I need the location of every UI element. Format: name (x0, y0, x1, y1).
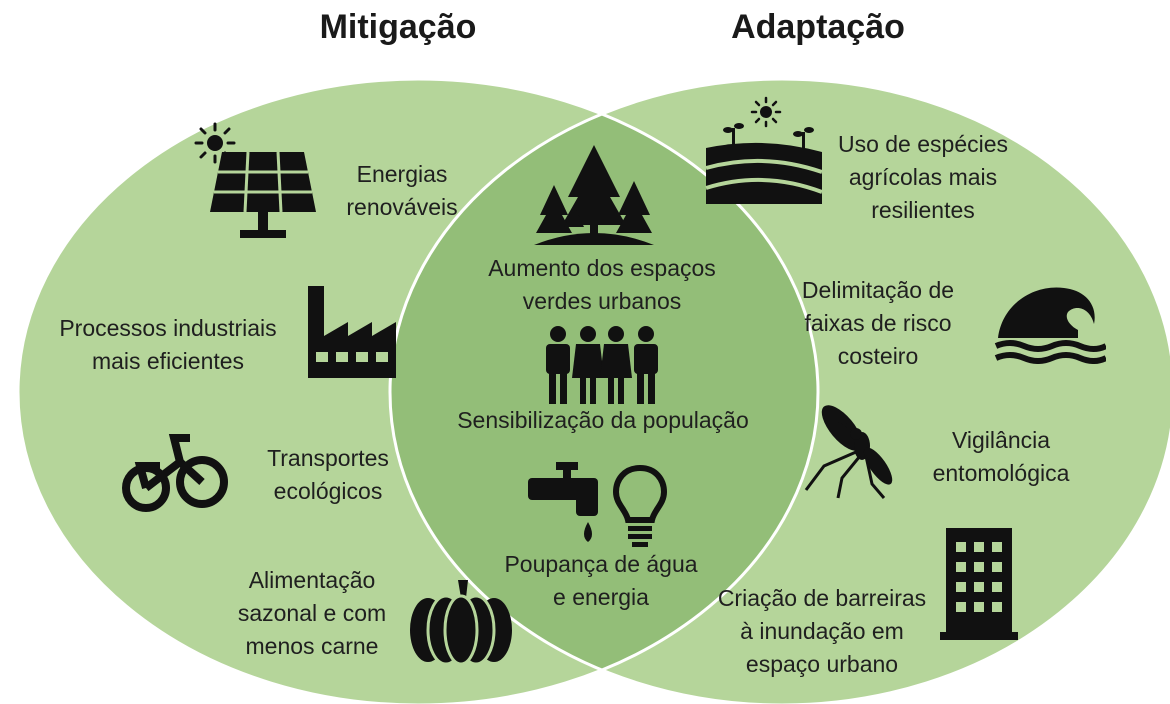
flood-label: Criação de barreiras à inundação em espa… (717, 585, 927, 677)
renewables-label: Energias renováveis (346, 161, 458, 220)
saving-label: Poupança de água e energia (504, 551, 698, 610)
building-icon (940, 528, 1018, 640)
farm-field-icon (705, 96, 823, 204)
water-tap-icon (528, 462, 598, 542)
wave-icon (994, 287, 1106, 364)
industry-label: Processos industriais mais eficientes (59, 315, 277, 374)
mosquito-icon (804, 405, 893, 499)
pumpkin-icon (410, 580, 512, 664)
trees-icon (534, 145, 654, 245)
mitigation-title: Mitigação (319, 8, 477, 46)
food-label: Alimentação sazonal e com menos carne (237, 567, 387, 659)
awareness-label: Sensibilização da população (457, 407, 749, 433)
factory-icon (308, 286, 396, 378)
coastal-label: Delimitação de faixas de risco costeiro (801, 277, 955, 369)
transport-label: Transportes ecológicos (267, 445, 389, 504)
entomology-label: Vigilância entomológica (932, 427, 1070, 486)
crops-label: Uso de espécies agrícolas mais resilient… (837, 131, 1009, 223)
adaptation-title: Adaptação (731, 8, 905, 46)
people-icon (546, 326, 658, 404)
light-bulb-icon (612, 464, 668, 547)
solar-panel-icon (210, 152, 316, 238)
tricycle-icon (122, 434, 228, 512)
green-spaces-label: Aumento dos espaços verdes urbanos (488, 255, 716, 314)
